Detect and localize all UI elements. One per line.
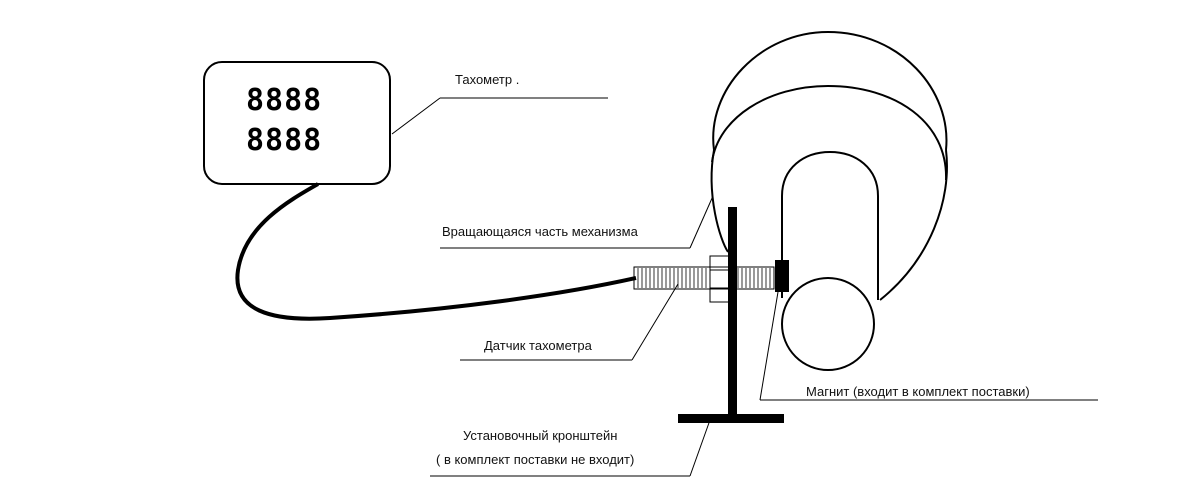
label-bracket-line2: ( в комплект поставки не входит) — [436, 452, 635, 467]
display-row-1: 8888 — [246, 83, 322, 118]
sensor-nut — [709, 255, 731, 303]
label-rotating-part: Вращающаяся часть механизма — [442, 224, 638, 239]
tachometer-sensor — [633, 255, 775, 303]
sensor-cable — [235, 182, 637, 321]
label-magnet: Магнит (входит в комплект поставки) — [806, 384, 1030, 399]
leader-lines — [391, 97, 1098, 477]
tachometer-device: 8888 8888 — [203, 61, 391, 185]
rotating-drum — [710, 30, 948, 301]
label-sensor: Датчик тахометра — [484, 338, 592, 353]
label-bracket-line1: Установочный кронштейн — [463, 428, 618, 443]
shaft-cylinder — [781, 277, 875, 371]
label-tachometer: Тахометр . — [455, 72, 520, 87]
mounting-bracket — [678, 207, 784, 423]
display-row-2: 8888 — [246, 123, 322, 158]
magnet — [775, 260, 789, 292]
